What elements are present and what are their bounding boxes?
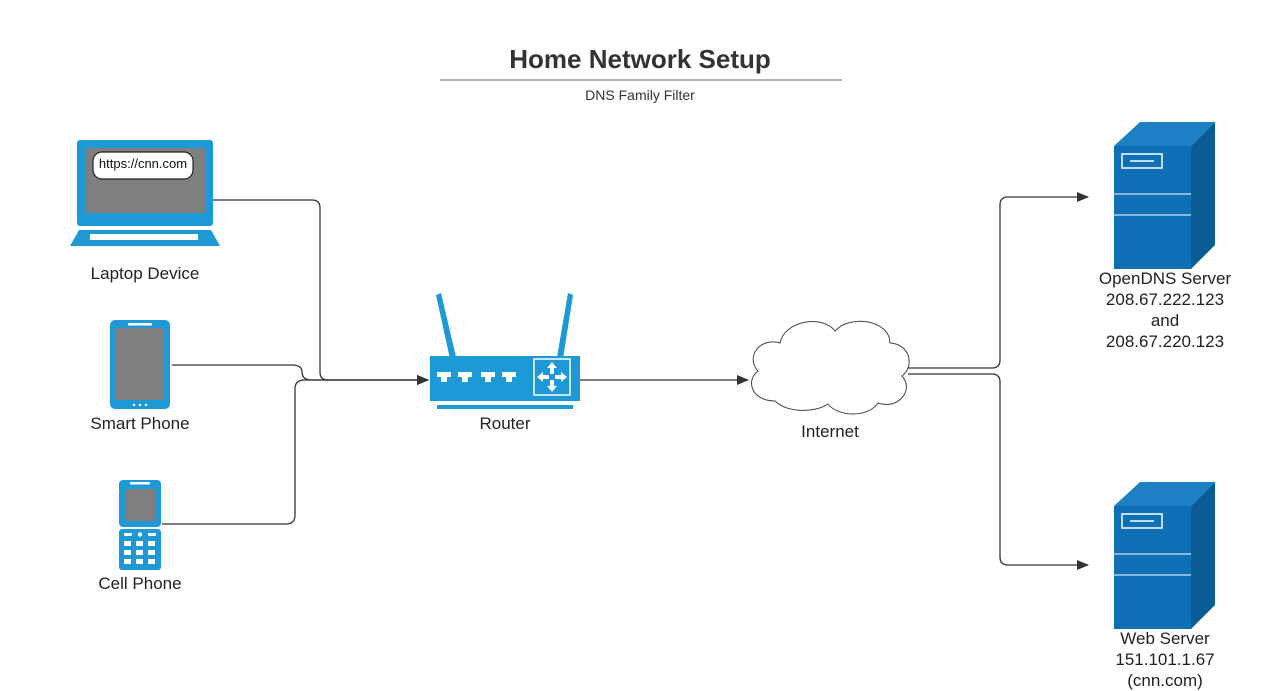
page-subtitle: DNS Family Filter xyxy=(585,87,695,103)
laptop-label: Laptop Device xyxy=(90,264,200,283)
edge-internet-webserver xyxy=(908,373,1089,570)
laptop-icon xyxy=(70,140,220,246)
router-label: Router xyxy=(479,414,531,433)
cloud-icon xyxy=(751,320,910,415)
webserver-label-line: Web Server xyxy=(1120,629,1210,648)
opendns-label-line: OpenDNS Server xyxy=(1098,269,1232,288)
smartphone-label: Smart Phone xyxy=(90,414,190,433)
laptop-url-text: https://cnn.com xyxy=(98,156,188,171)
connectors xyxy=(162,192,1089,570)
internet-label: Internet xyxy=(801,422,859,441)
webserver-label-line: (cnn.com) xyxy=(1127,671,1203,690)
edge-cellphone-router xyxy=(162,375,429,525)
web-server-icon xyxy=(1114,482,1215,629)
opendns-label-line: and xyxy=(1150,311,1180,330)
opendns-label-line: 208.67.220.123 xyxy=(1105,332,1225,351)
page-title: Home Network Setup xyxy=(509,44,771,74)
cellphone-label: Cell Phone xyxy=(98,574,182,593)
cellphone-icon xyxy=(119,480,161,570)
webserver-label-line: 151.101.1.67 xyxy=(1115,650,1215,669)
opendns-server-icon xyxy=(1114,122,1215,269)
opendns-label-line: 208.67.222.123 xyxy=(1105,290,1225,309)
smartphone-icon xyxy=(110,320,170,409)
url-bubble xyxy=(92,151,194,180)
edge-internet-opendns xyxy=(908,192,1089,369)
webserver-label: Web Server 151.101.1.67 (cnn.com) xyxy=(1065,628,1265,691)
opendns-label: OpenDNS Server 208.67.222.123 and 208.67… xyxy=(1065,268,1265,352)
edge-laptop-router xyxy=(212,199,429,385)
edge-smartphone-router xyxy=(172,364,429,385)
router-icon xyxy=(430,293,580,409)
